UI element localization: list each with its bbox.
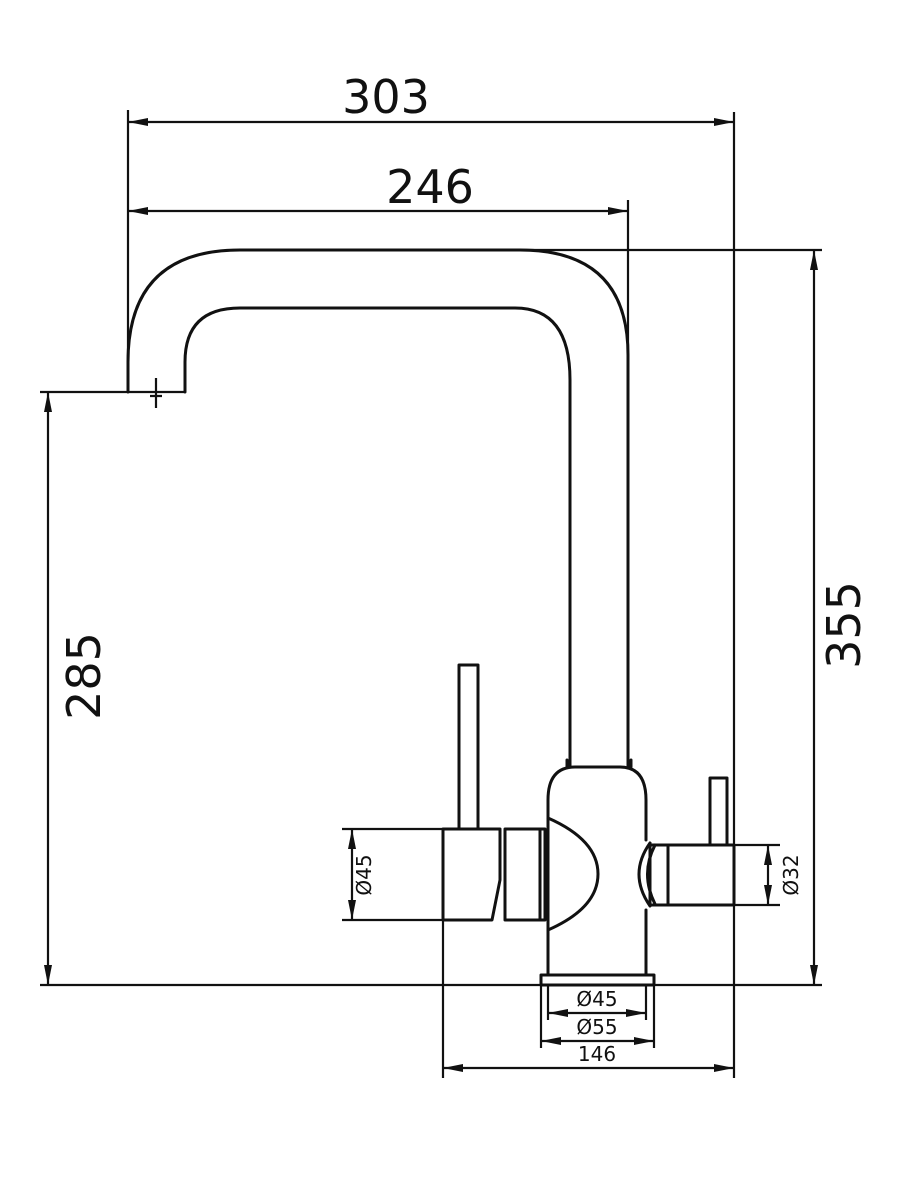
dimension-lines xyxy=(44,118,818,1072)
dim-355-label: 355 xyxy=(817,581,871,669)
extension-lines xyxy=(40,110,822,1078)
dim-left-handle-label: Ø45 xyxy=(352,854,376,895)
left-dome xyxy=(546,816,600,932)
left-handle xyxy=(441,827,502,922)
spout-collar xyxy=(565,758,633,769)
spout-inner xyxy=(183,306,572,769)
dim-right-handle-label: Ø32 xyxy=(779,854,803,895)
dim-body-label: Ø45 xyxy=(576,987,617,1011)
faucet-outline xyxy=(126,248,736,987)
body xyxy=(546,765,648,977)
left-connector xyxy=(503,827,547,922)
dim-146-label: 146 xyxy=(578,1042,616,1066)
right-concave-joint xyxy=(637,841,657,908)
right-lever xyxy=(708,776,729,847)
left-lever xyxy=(457,663,480,831)
base-plate xyxy=(539,973,656,987)
right-handle xyxy=(648,843,736,907)
spout-outer xyxy=(126,248,630,769)
dim-303-label: 303 xyxy=(342,70,430,124)
dim-285-label: 285 xyxy=(57,632,111,720)
dim-base-label: Ø55 xyxy=(576,1015,617,1039)
dim-246-label: 246 xyxy=(386,160,474,214)
